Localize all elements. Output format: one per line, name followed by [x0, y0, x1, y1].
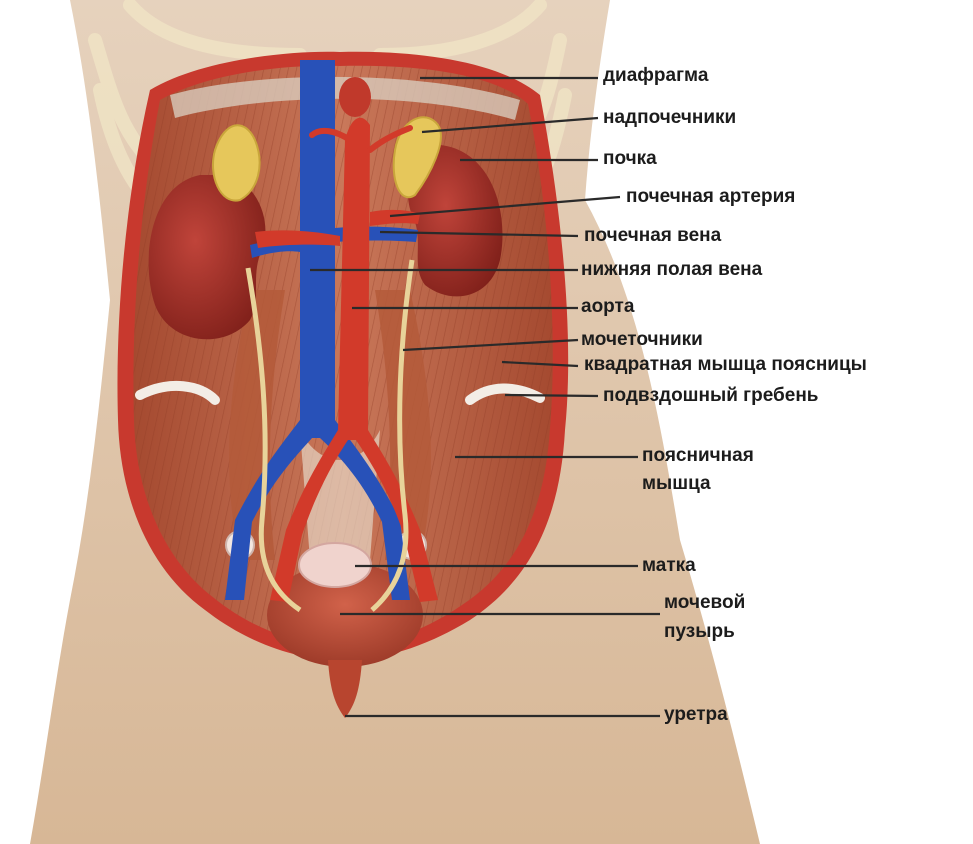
label-ureters: мочеточники	[581, 328, 703, 352]
label-adrenals: надпочечники	[603, 106, 736, 130]
label-bladder-line1: мочевой	[664, 591, 745, 615]
kidney-left	[149, 175, 266, 339]
leader-iliac-crest	[505, 395, 598, 396]
label-renal-artery: почечная артерия	[626, 185, 795, 209]
label-renal-vein: почечная вена	[584, 224, 721, 248]
label-psoas-line1: поясничная	[642, 444, 754, 468]
label-diaphragm: диафрагма	[603, 64, 708, 88]
label-urethra: уретра	[664, 703, 728, 727]
label-ivc: нижняя полая вена	[581, 258, 762, 282]
adrenal-left	[213, 125, 260, 200]
label-bladder-line2: пузырь	[664, 620, 735, 644]
label-aorta: аорта	[581, 295, 634, 319]
label-kidney: почка	[603, 147, 657, 171]
esophagus	[339, 77, 371, 117]
label-uterus: матка	[642, 554, 696, 578]
label-quadratus: квадратная мышца поясницы	[584, 353, 867, 377]
label-iliac-crest: подвздошный гребень	[603, 384, 818, 408]
label-psoas-line2: мышца	[642, 472, 711, 496]
